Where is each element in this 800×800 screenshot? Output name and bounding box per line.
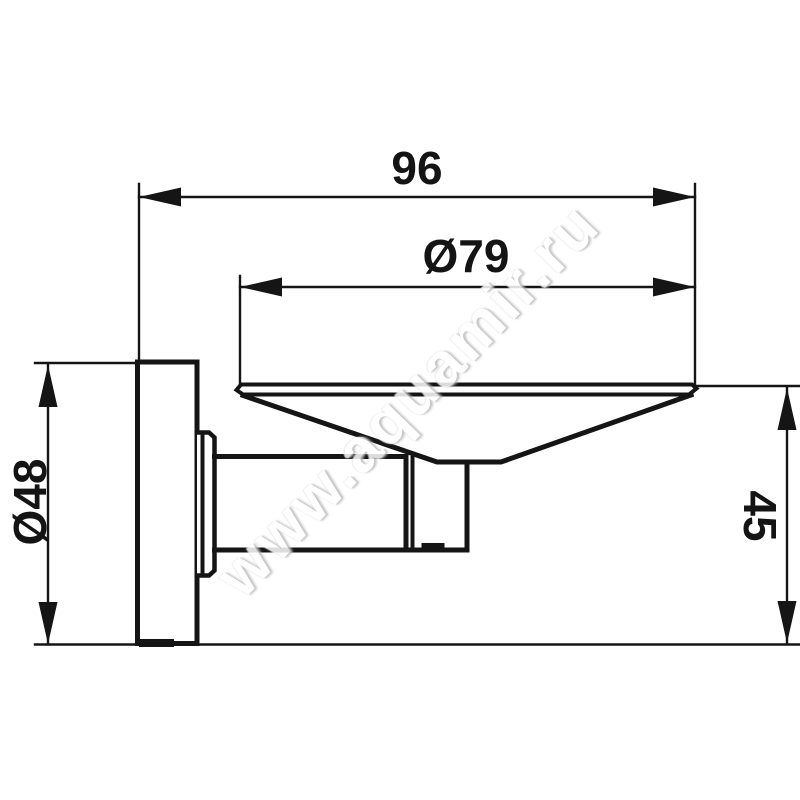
dish-cone-outline xyxy=(239,391,695,465)
dim-flange-arrow-top xyxy=(38,365,58,407)
dimension-depth xyxy=(137,182,697,389)
dim-depth-arrow-right xyxy=(653,187,695,207)
dim-height-arrow-bottom xyxy=(777,601,797,643)
dim-depth-arrow-left xyxy=(139,187,181,207)
dim-height-arrow-top xyxy=(777,388,797,430)
dimension-height xyxy=(695,384,800,645)
dim-flange-arrow-bottom xyxy=(38,602,58,644)
dim-label-depth: 96 xyxy=(391,142,443,194)
dish-rim-plate xyxy=(233,382,700,397)
dim-dish-arrow-right xyxy=(653,277,695,297)
dim-label-dish-diameter: Ø79 xyxy=(422,230,510,282)
dim-label-height: 45 xyxy=(734,490,786,542)
wall-plate-outline xyxy=(135,359,200,646)
dimension-flange-diameter xyxy=(33,361,800,646)
dim-label-flange-diameter: Ø48 xyxy=(4,458,56,546)
dim-dish-arrow-left xyxy=(240,277,282,297)
dimension-dish-diameter xyxy=(238,274,697,388)
mounting-collar-outline xyxy=(194,430,217,578)
